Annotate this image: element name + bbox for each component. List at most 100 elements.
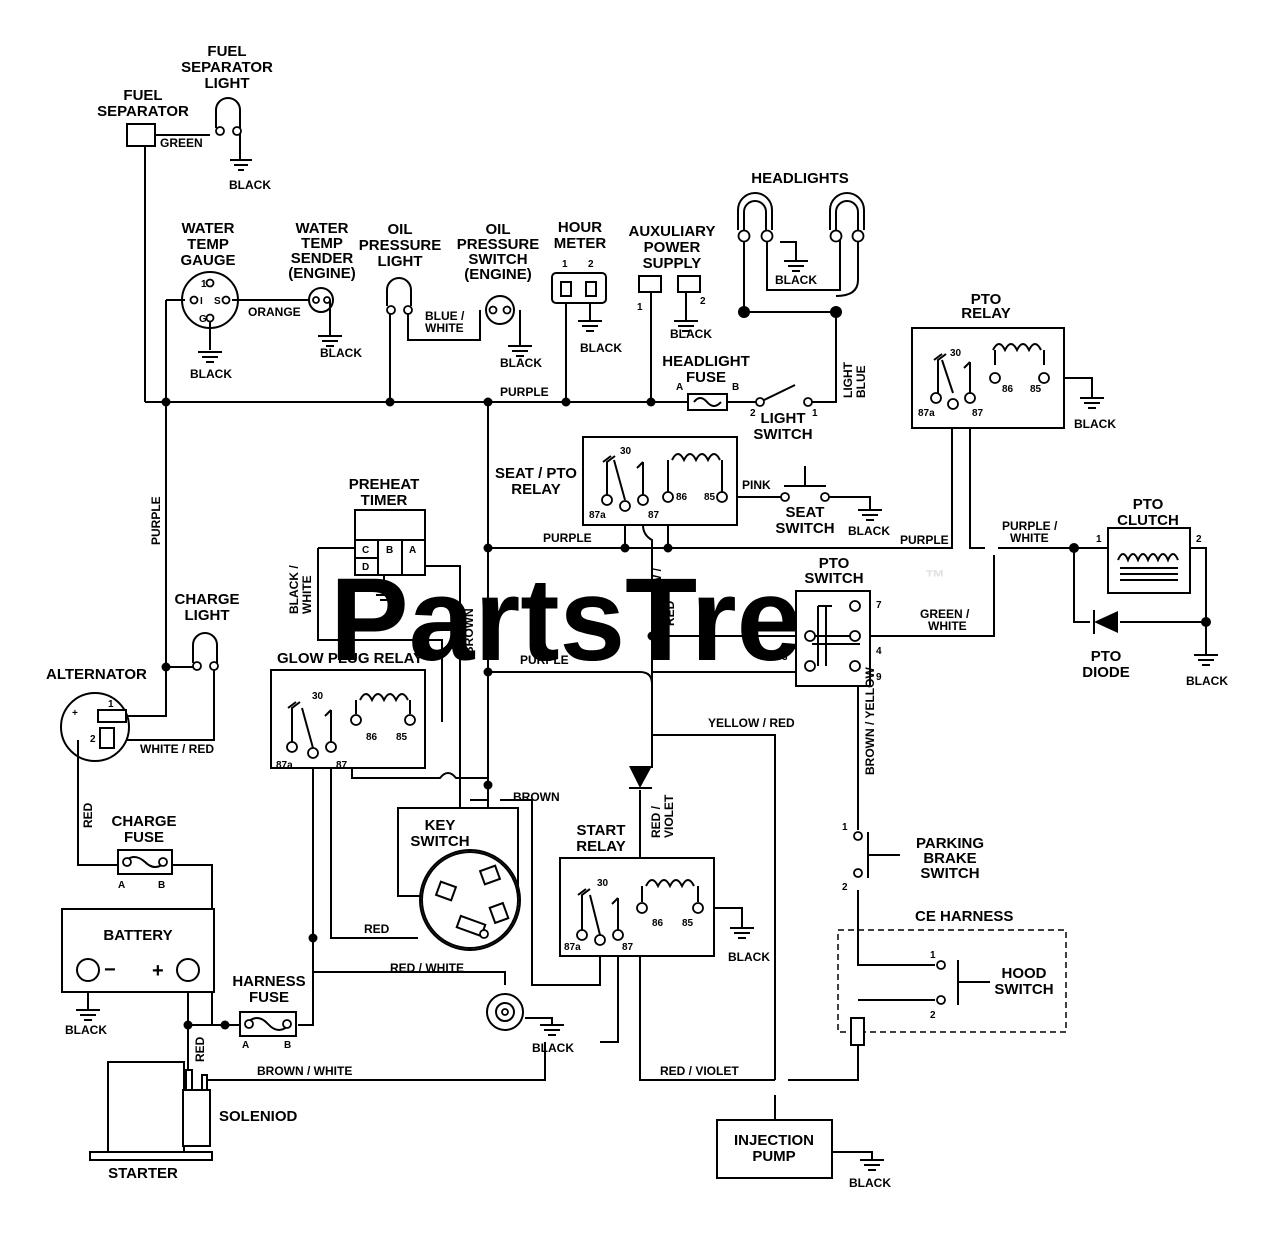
svg-text:30: 30 [620,446,632,457]
wire-label-purple-seat: PURPLE [543,531,592,545]
svg-text:87a: 87a [564,942,581,953]
svg-text:WHITE / RED: WHITE / RED [140,742,214,756]
seat-pto-relay: 30 87a 87 86 85 SEAT / PTO RELAY PINK [495,436,771,526]
svg-text:85: 85 [682,918,694,929]
svg-text:RED / WHITE: RED / WHITE [390,961,464,975]
svg-text:PURPLE: PURPLE [149,496,163,545]
svg-text:PUMP: PUMP [752,1148,795,1165]
svg-text:BROWN / YELLOW: BROWN / YELLOW [863,667,877,775]
svg-text:87: 87 [622,942,634,953]
svg-text:START: START [577,822,626,839]
svg-text:7: 7 [876,600,882,611]
light-switch: 2 1 LIGHT SWITCH LIGHT BLUE [750,361,868,443]
svg-text:2: 2 [1196,534,1202,545]
svg-text:LIGHT: LIGHT [378,253,423,270]
svg-text:LIGHT: LIGHT [841,361,855,398]
svg-text:RED / VIOLET: RED / VIOLET [660,1064,739,1078]
svg-text:POWER: POWER [644,239,701,256]
svg-text:BLACK: BLACK [849,1176,891,1190]
pto-diode: PTO DIODE [1082,610,1130,681]
svg-text:PTO: PTO [819,555,850,572]
wire-label-purple-bus: PURPLE [500,385,549,399]
svg-text:BLACK: BLACK [65,1023,107,1037]
start-diode: YELLOW / RED RED / VIOLET [629,716,795,838]
svg-text:SEPARATOR: SEPARATOR [181,59,273,76]
junction-dots [161,306,1211,1030]
svg-text:SWITCH: SWITCH [410,833,469,850]
svg-text:RED: RED [193,1036,207,1062]
svg-text:FUSE: FUSE [124,829,164,846]
svg-text:FUSE: FUSE [686,369,726,386]
svg-text:RELAY: RELAY [511,481,560,498]
battery: BATTERY − + BLACK [61,908,215,1037]
svg-text:A: A [409,545,416,556]
svg-text:PINK: PINK [742,478,771,492]
wire-label-purple-pto: PURPLE [900,533,949,547]
svg-text:VIOLET: VIOLET [662,794,676,838]
svg-text:BLACK: BLACK [580,341,622,355]
svg-text:WHITE: WHITE [425,321,464,335]
headlight-fuse: A B HEADLIGHT FUSE [662,353,750,411]
glow-plug-relay: 30 87a 87 86 85 GLOW PLUG RELAY [270,650,426,771]
svg-text:HOOD: HOOD [1002,965,1047,982]
svg-text:PRESSURE: PRESSURE [457,236,540,253]
svg-text:87: 87 [648,510,660,521]
svg-text:HARNESS: HARNESS [232,973,305,990]
svg-text:2: 2 [750,408,756,419]
svg-text:9: 9 [876,672,882,683]
svg-text:BLACK: BLACK [728,950,770,964]
svg-text:INJECTION: INJECTION [734,1132,814,1149]
svg-text:2: 2 [90,734,96,745]
svg-text:PTO: PTO [971,291,1002,308]
svg-text:CHARGE: CHARGE [111,813,176,830]
svg-text:D: D [362,562,369,573]
svg-text:GLOW PLUG RELAY: GLOW PLUG RELAY [277,650,423,667]
svg-text:C: C [362,545,369,556]
svg-text:85: 85 [704,492,716,503]
pto-relay: 30 87a 87 86 85 PTO RELAY BLACK [911,291,1116,431]
svg-text:1: 1 [108,699,114,710]
svg-text:CLUTCH: CLUTCH [1117,512,1179,529]
svg-text:ALTERNATOR: ALTERNATOR [46,666,147,683]
svg-text:B: B [284,1040,291,1051]
svg-text:HOUR: HOUR [558,219,602,236]
svg-text:PURPLE /: PURPLE / [1002,519,1058,533]
ce-harness: CE HARNESS 1 2 HOOD SWITCH [837,908,1067,1046]
svg-text:87a: 87a [918,408,935,419]
svg-text:BLACK: BLACK [670,327,712,341]
svg-text:SEAT: SEAT [786,504,825,521]
svg-text:BLACK: BLACK [229,178,271,192]
seat-switch: SEAT SWITCH BLACK [775,466,890,538]
svg-text:1: 1 [637,302,643,313]
fuel-separator: FUEL SEPARATOR GREEN BLACK [97,87,271,192]
svg-text:2: 2 [700,296,706,307]
svg-text:−: − [104,959,116,981]
svg-text:30: 30 [950,348,962,359]
svg-text:PREHEAT: PREHEAT [349,476,420,493]
svg-text:BLACK: BLACK [848,524,890,538]
svg-text:30: 30 [312,691,324,702]
svg-text:OIL: OIL [486,221,511,238]
svg-text:RELAY: RELAY [576,838,625,855]
svg-text:(ENGINE): (ENGINE) [288,265,356,282]
svg-text:RED: RED [81,802,95,828]
auxiliary-power-supply: 1 2 AUXULIARY POWER SUPPLY BLACK [629,223,716,341]
svg-text:SENDER: SENDER [291,250,354,267]
svg-text:GREEN: GREEN [160,136,203,150]
svg-text:86: 86 [676,492,688,503]
svg-text:FUSE: FUSE [249,989,289,1006]
svg-text:+: + [72,708,78,719]
wires [77,130,1207,1160]
svg-text:RED: RED [364,922,390,936]
alternator: 1 2 + ALTERNATOR WHITE / RED RED [46,666,214,828]
svg-text:LIGHT: LIGHT [205,75,250,92]
starter: SOLENIOD STARTER BROWN / WHITE [89,1061,352,1182]
svg-text:RED: RED [663,600,677,626]
svg-text:GREEN /: GREEN / [920,607,970,621]
svg-text:BLACK: BLACK [320,346,362,360]
svg-text:BLUE: BLUE [854,365,868,398]
svg-text:4: 4 [876,646,882,657]
svg-text:2: 2 [588,259,594,270]
svg-text:B: B [732,382,739,393]
svg-text:I: I [200,296,203,307]
